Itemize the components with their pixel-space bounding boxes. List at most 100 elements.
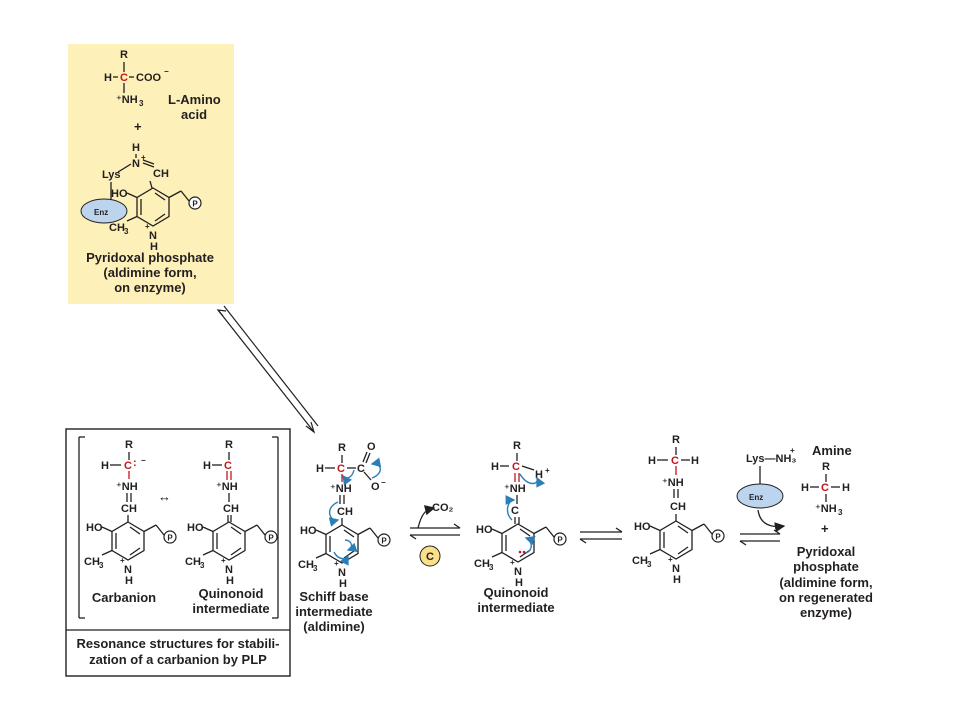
svg-text:C: C xyxy=(224,460,232,472)
svg-text:H: H xyxy=(691,455,699,467)
schiff-base-structure: R H C C O O − ⁺NH CH xyxy=(297,441,391,591)
carbanion-structure: R H C : − ⁺NH CH xyxy=(83,439,177,588)
svg-text:C: C xyxy=(124,460,132,472)
enzyme-ellipse-2 xyxy=(736,483,784,509)
svg-text:CH: CH xyxy=(121,503,137,515)
quinonoid-resonance-structure: R H C ⁺NH CH xyxy=(184,439,278,588)
schiff-label-2: intermediate xyxy=(295,604,372,619)
quinonoid-label-1: Quinonoid xyxy=(199,586,264,601)
svg-text:R: R xyxy=(120,49,128,61)
lys-charge: + xyxy=(790,446,795,455)
amino-acid-label-1: L-Amino xyxy=(168,92,221,107)
resonance-caption-1: Resonance structures for stabili- xyxy=(77,636,280,651)
svg-text:⁺NH: ⁺NH xyxy=(504,483,526,495)
svg-text:H: H xyxy=(104,72,112,84)
resonance-arrow: ↔ xyxy=(158,489,171,504)
amine-structure: R H C H ⁺NH 3 xyxy=(801,461,850,517)
plp-label-2: (aldimine form, xyxy=(103,265,196,280)
final-plp-1: Pyridoxal xyxy=(797,544,856,559)
plp-label-3: on enzyme) xyxy=(114,280,186,295)
svg-text:C: C xyxy=(511,505,519,517)
svg-text:⁺NH: ⁺NH xyxy=(116,94,138,106)
carbanion-label: Carbanion xyxy=(92,590,156,605)
svg-text:R: R xyxy=(822,461,830,473)
amino-acid-label-2: acid xyxy=(181,107,207,122)
svg-text:CH: CH xyxy=(670,501,686,513)
plp-on-enzyme-structure: H N + CH Lys Enz xyxy=(80,142,202,254)
svg-text:⁺NH: ⁺NH xyxy=(662,477,684,489)
svg-text:COO: COO xyxy=(136,72,162,84)
svg-text:H: H xyxy=(132,142,140,154)
svg-text:R: R xyxy=(338,442,346,454)
svg-text:−: − xyxy=(381,478,386,487)
svg-text:Lys: Lys xyxy=(102,169,121,181)
enzyme-ellipse xyxy=(80,198,128,224)
plus-sign: + xyxy=(134,119,142,134)
svg-text:CH: CH xyxy=(223,503,239,515)
svg-text:R: R xyxy=(125,439,133,451)
svg-text:R: R xyxy=(672,434,680,446)
amine-label: Amine xyxy=(812,443,852,458)
final-plp-4: on regenerated xyxy=(779,590,873,605)
schiff-label-1: Schiff base xyxy=(299,589,368,604)
svg-text:⁺NH: ⁺NH xyxy=(216,481,238,493)
svg-text:3: 3 xyxy=(139,99,144,108)
svg-text:H: H xyxy=(801,482,809,494)
svg-text:R: R xyxy=(513,440,521,452)
svg-text:C: C xyxy=(357,463,365,475)
svg-text:+: + xyxy=(545,466,550,475)
equilibrium-arrow-3 xyxy=(739,529,781,546)
quinonoid-intermediate-structure: R H C H + ⁺NH C xyxy=(473,440,567,590)
quinonoid-int-label-2: intermediate xyxy=(477,600,554,615)
enzyme-label: Enz xyxy=(94,208,108,217)
svg-text:H: H xyxy=(535,469,543,481)
quinonoid-label-2: intermediate xyxy=(192,601,269,616)
svg-text::: : xyxy=(133,457,137,469)
c-badge-circle xyxy=(419,545,441,567)
svg-text:⁺NH: ⁺NH xyxy=(116,481,138,493)
svg-text:−: − xyxy=(164,67,169,76)
svg-text:3: 3 xyxy=(838,508,843,517)
svg-text:C: C xyxy=(671,455,679,467)
final-plp-5: enzyme) xyxy=(800,605,852,620)
decarboxylation-arrows xyxy=(409,505,461,540)
svg-text:O: O xyxy=(371,481,380,493)
product-aldimine-structure: R H C H ⁺NH CH xyxy=(631,434,725,587)
svg-text:CH: CH xyxy=(337,506,353,518)
starting-materials-box xyxy=(68,44,234,304)
svg-text:C: C xyxy=(512,461,520,473)
svg-text:−: − xyxy=(141,456,146,465)
svg-text:+: + xyxy=(141,153,146,162)
co2-label: CO₂ xyxy=(432,502,454,514)
svg-text:CH: CH xyxy=(153,168,169,180)
svg-text:H: H xyxy=(101,460,109,472)
enzyme-label-2: Enz xyxy=(749,493,763,502)
svg-text:O: O xyxy=(367,441,376,453)
svg-text:R: R xyxy=(225,439,233,451)
svg-text:N: N xyxy=(132,158,140,170)
plp-label-1: Pyridoxal phosphate xyxy=(86,250,214,265)
svg-text:C: C xyxy=(821,482,829,494)
svg-text:C: C xyxy=(120,72,128,84)
svg-text:H: H xyxy=(316,463,324,475)
final-plus: + xyxy=(821,521,829,536)
final-plp-2: phosphate xyxy=(793,559,859,574)
schiff-label-3: (aldimine) xyxy=(303,619,364,634)
resonance-box xyxy=(65,428,291,677)
svg-text:H: H xyxy=(842,482,850,494)
svg-text:H: H xyxy=(648,455,656,467)
svg-text:⁺NH: ⁺NH xyxy=(815,503,837,515)
equilibrium-arrow-2 xyxy=(579,527,623,544)
c-badge-label: C xyxy=(426,551,434,563)
svg-text:H: H xyxy=(203,460,211,472)
amino-acid-structure: R H C COO − ⁺NH 3 xyxy=(104,49,169,108)
resonance-caption-2: zation of a carbanion by PLP xyxy=(89,652,267,667)
equilibrium-arrow-diagonal xyxy=(216,305,319,434)
svg-text:C: C xyxy=(337,463,345,475)
svg-text:H: H xyxy=(491,461,499,473)
lys-nh3-label: Lys—NH₃ xyxy=(746,453,797,465)
final-plp-3: (aldimine form, xyxy=(779,575,872,590)
svg-text:⁺NH: ⁺NH xyxy=(330,483,352,495)
quinonoid-int-label-1: Quinonoid xyxy=(484,585,549,600)
